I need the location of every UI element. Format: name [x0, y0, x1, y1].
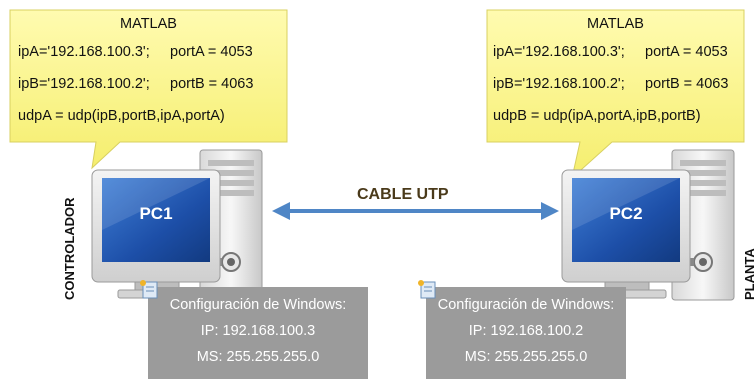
left-callout-ipa: ipA='192.168.100.3';	[18, 44, 150, 60]
pc1-label: PC1	[139, 204, 173, 223]
right-callout-portb: portB = 4063	[645, 76, 729, 92]
left-callout-porta: portA = 4053	[170, 44, 253, 60]
cable-label: CABLE UTP	[357, 186, 449, 203]
right-callout-ipb: ipB='192.168.100.2';	[493, 76, 625, 92]
right-callout-udp: udpB = udp(ipA,portA,ipB,portB)	[493, 108, 701, 124]
right-matlab-callout	[486, 9, 745, 180]
left-callout-title: MATLAB	[120, 16, 177, 32]
left-config-ms: MS: 255.255.255.0	[196, 349, 320, 365]
left-callout-udp: udpA = udp(ipB,portB,ipA,portA)	[18, 108, 225, 124]
cable-double-arrow-icon	[272, 202, 559, 220]
left-config-title: Configuración de Windows:	[169, 297, 347, 313]
left-callout-portb: portB = 4063	[170, 76, 254, 92]
left-callout-ipb: ipB='192.168.100.2';	[18, 76, 150, 92]
right-config-ms: MS: 255.255.255.0	[464, 349, 588, 365]
left-config-box	[148, 287, 368, 379]
right-callout-title: MATLAB	[587, 16, 644, 32]
pc2-label: PC2	[609, 204, 643, 223]
right-config-box	[426, 287, 626, 379]
planta-label: PLANTA	[742, 248, 755, 300]
pc2-computer-icon	[561, 169, 691, 299]
right-config-title: Configuración de Windows:	[437, 297, 615, 313]
right-document-icon	[418, 280, 436, 299]
left-config-ip: IP: 192.168.100.3	[200, 323, 316, 339]
right-callout-porta: portA = 4053	[645, 44, 728, 60]
left-document-icon	[140, 280, 158, 299]
left-windows-config: Configuración de Windows: IP: 192.168.10…	[148, 287, 368, 379]
controlador-label: CONTROLADOR	[62, 197, 77, 300]
left-matlab-callout	[9, 9, 288, 170]
right-callout-ipa: ipA='192.168.100.3';	[493, 44, 625, 60]
right-windows-config: Configuración de Windows: IP: 192.168.10…	[426, 287, 626, 379]
pc1-computer-icon	[91, 169, 221, 299]
right-config-ip: IP: 192.168.100.2	[468, 323, 584, 339]
